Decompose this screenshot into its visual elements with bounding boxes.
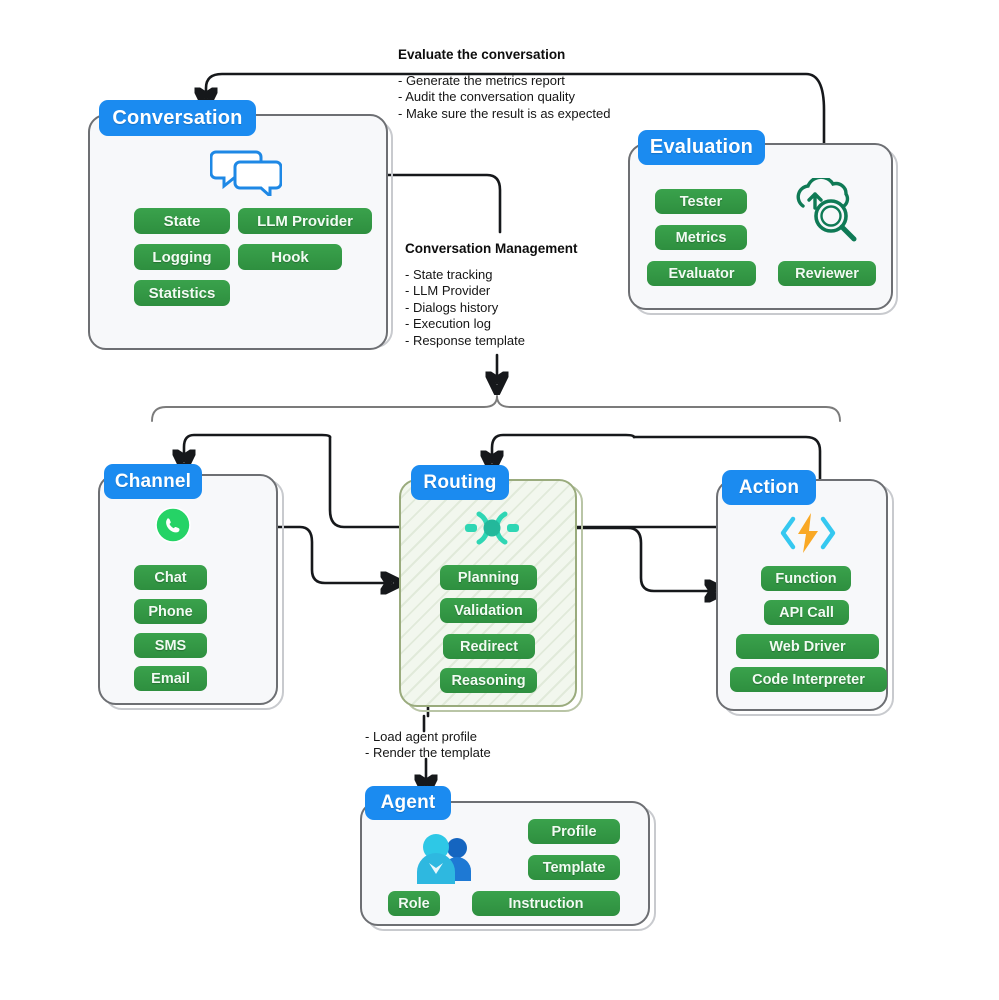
annotation-conversation-management-title: Conversation Management (405, 241, 578, 256)
users-icon (413, 830, 475, 891)
wire-brace-to-channel (184, 433, 332, 461)
pill-profile[interactable]: Profile (528, 819, 620, 844)
pill-code-interpreter[interactable]: Code Interpreter (730, 667, 887, 692)
whatsapp-icon (155, 507, 191, 548)
action-header[interactable]: Action (722, 470, 816, 505)
annotation-evaluate: Evaluate the conversation - Generate the… (398, 47, 610, 122)
pill-sms[interactable]: SMS (134, 633, 207, 658)
annotation-evaluate-line: - Generate the metrics report (398, 73, 565, 88)
wire-brace-to-routing (492, 433, 636, 462)
annotation-conversation-management: Conversation Management - State tracking… (405, 241, 578, 349)
annotation-agent-notes: - Load agent profile - Render the templa… (365, 729, 491, 762)
pill-api-call[interactable]: API Call (764, 600, 849, 625)
pill-evaluator[interactable]: Evaluator (647, 261, 756, 286)
agent-header[interactable]: Agent (365, 786, 451, 820)
conversation-header[interactable]: Conversation (99, 100, 256, 136)
pill-reviewer[interactable]: Reviewer (778, 261, 876, 286)
pill-function[interactable]: Function (761, 566, 851, 591)
annotation-cm-line: - State tracking (405, 267, 493, 282)
pill-state[interactable]: State (134, 208, 230, 234)
pill-reasoning[interactable]: Reasoning (440, 668, 537, 693)
routing-header[interactable]: Routing (411, 465, 509, 500)
pill-instruction[interactable]: Instruction (472, 891, 620, 916)
annotation-cm-line: - Execution log (405, 316, 491, 332)
pill-tester[interactable]: Tester (655, 189, 747, 214)
annotation-agent-line: - Load agent profile (365, 729, 478, 744)
annotation-cm-line: - LLM Provider (405, 283, 491, 299)
annotation-agent-line: - Render the template (365, 745, 491, 761)
pill-template[interactable]: Template (528, 855, 620, 880)
pill-llm-provider[interactable]: LLM Provider (238, 208, 372, 234)
lightning-bolt-icon (778, 509, 838, 562)
pill-validation[interactable]: Validation (440, 598, 537, 623)
pill-hook[interactable]: Hook (238, 244, 342, 270)
pill-role[interactable]: Role (388, 891, 440, 916)
pill-metrics[interactable]: Metrics (655, 225, 747, 250)
annotation-evaluate-line: - Audit the conversation quality (398, 89, 576, 105)
annotation-evaluate-line: - Make sure the result is as expected (398, 105, 611, 121)
routing-node-icon (459, 505, 525, 556)
pill-email[interactable]: Email (134, 666, 207, 691)
pill-chat[interactable]: Chat (134, 565, 207, 590)
pill-web-driver[interactable]: Web Driver (736, 634, 879, 659)
pill-redirect[interactable]: Redirect (443, 634, 535, 659)
annotation-evaluate-title: Evaluate the conversation (398, 47, 566, 62)
chat-bubbles-icon (209, 148, 283, 201)
pill-statistics[interactable]: Statistics (134, 280, 230, 306)
pill-logging[interactable]: Logging (134, 244, 230, 270)
channel-header[interactable]: Channel (104, 464, 202, 499)
pill-phone[interactable]: Phone (134, 599, 207, 624)
annotation-cm-line: - Response template (405, 332, 525, 348)
annotation-cm-line: - Dialogs history (405, 299, 499, 315)
cloud-magnifier-icon (790, 175, 862, 249)
splitter-brace (151, 395, 841, 422)
evaluation-header[interactable]: Evaluation (638, 130, 765, 165)
pill-planning[interactable]: Planning (440, 565, 537, 590)
